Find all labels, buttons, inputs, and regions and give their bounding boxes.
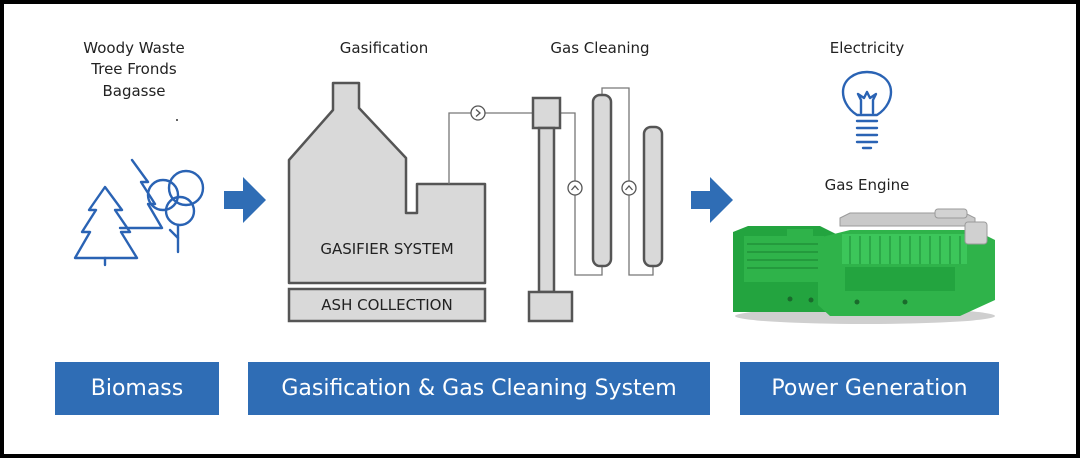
biomass-source-bagasse: Bagasse bbox=[102, 82, 166, 100]
biomass-source-woody-waste: Woody Waste bbox=[83, 39, 185, 57]
stage-gasification-gas-cleaning: Gasification & Gas Cleaning System bbox=[248, 362, 710, 415]
flow-direction-icon bbox=[567, 180, 583, 196]
gasifier-system-label: GASIFIER SYSTEM bbox=[320, 240, 453, 258]
electricity-label: Electricity bbox=[829, 39, 905, 57]
arrow-right-icon bbox=[691, 177, 733, 223]
gas-engine-icon bbox=[733, 208, 995, 324]
arrow-right-icon bbox=[224, 177, 266, 223]
gas-cleaning-label: Gas Cleaning bbox=[550, 39, 650, 57]
scrubber-tower bbox=[591, 93, 613, 268]
ash-collection-label: ASH COLLECTION bbox=[321, 296, 452, 314]
stage-biomass: Biomass bbox=[55, 362, 219, 415]
scrubber-tower bbox=[642, 125, 664, 268]
gas-engine-label: Gas Engine bbox=[824, 176, 910, 194]
trees-icon bbox=[73, 158, 205, 267]
gasifier-unit bbox=[287, 81, 487, 323]
light-bulb-icon bbox=[841, 70, 893, 150]
biomass-source-tree-fronds: Tree Fronds bbox=[91, 60, 177, 78]
gasification-label: Gasification bbox=[339, 39, 429, 57]
flow-direction-icon bbox=[621, 180, 637, 196]
flow-direction-icon bbox=[470, 105, 486, 121]
stage-power-generation: Power Generation bbox=[740, 362, 999, 415]
gas-cleaning-column bbox=[527, 96, 574, 323]
